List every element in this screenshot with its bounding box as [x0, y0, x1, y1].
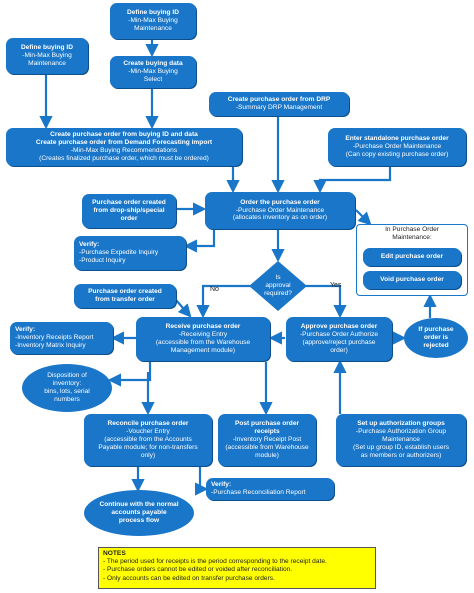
define-buying-id-left-box: Define buying ID -Min-Max Buying Mainten…	[6, 38, 88, 74]
po-transfer-box: Purchase order created from transfer ord…	[74, 284, 176, 308]
node-title: Create purchase order from buying ID and…	[35, 131, 213, 147]
arrow-order-to-verify	[183, 229, 216, 253]
approval-decision-text: Is approval required?	[264, 274, 292, 297]
node-body: -Purchase Expedite Inquiry -Product Inqu…	[79, 249, 159, 264]
create-po-buying-box: Create purchase order from buying ID and…	[6, 128, 242, 166]
node-body: -Min-Max Buying Select	[128, 68, 178, 83]
node-title: Verify:	[79, 241, 100, 249]
node-title: Set up authorization groups	[357, 420, 445, 428]
node-body: -Min-Max Buying Recommendations (Creates…	[39, 147, 209, 162]
node-body: -Receiving Entry (accessible from the Wa…	[155, 331, 251, 354]
decision-no-label: No	[210, 286, 219, 293]
notes-item: - The period used for receipts is the pe…	[103, 558, 327, 566]
notes-box: NOTES - The period used for receipts is …	[98, 547, 376, 589]
edit-po-box: Edit purchase order	[363, 248, 461, 266]
node-title: Create purchase order from DRP	[227, 96, 331, 104]
approval-decision-diamond	[249, 261, 307, 311]
node-title: Continue with the normal accounts payabl…	[99, 501, 179, 524]
node-title: Define buying ID	[20, 44, 74, 52]
arrow-decision-no	[196, 284, 250, 319]
node-title: Approve purchase order	[300, 323, 378, 331]
arrow-transfer-to-receive	[175, 299, 192, 318]
node-body: -Purchase Order Maintenance (allocates i…	[232, 206, 328, 222]
verify-receipts-box: Verify: -Inventory Receipts Report -Inve…	[10, 322, 113, 354]
node-title: Post purchase order receipts	[234, 420, 300, 436]
verify-reconciliation-box: Verify: -Purchase Reconciliation Report	[206, 478, 334, 500]
post-receipts-box: Post purchase order receipts -Inventory …	[218, 414, 316, 466]
node-body: -Purchase Order Authorize (approve/rejec…	[299, 331, 379, 354]
verify-expedite-box: Verify: -Purchase Expedite Inquiry -Prod…	[74, 236, 186, 270]
notes-item: - Purchase orders cannot be edited or vo…	[103, 566, 293, 574]
node-title: Reconcile purchase order	[107, 420, 189, 428]
create-po-drp-box: Create purchase order from DRP -Summary …	[209, 92, 349, 116]
node-title: Purchase order created from drop-ship/sp…	[92, 199, 166, 222]
node-body: -Summary DRP Management	[235, 104, 323, 111]
arrow-receive-to-disposition	[107, 362, 152, 387]
notes-item: - Only accounts can be edited on transfe…	[103, 574, 275, 582]
node-body: -Voucher Entry (accessible from the Acco…	[98, 428, 198, 459]
node-title: Enter standalone purchase order	[345, 135, 449, 143]
node-title: Create buying data	[123, 60, 183, 68]
node-title: Receive purchase order	[165, 323, 241, 331]
node-body: bins, lots, serial numbers	[44, 388, 90, 403]
node-title: Purchase order created from transfer ord…	[88, 288, 162, 303]
node-title: Disposition of inventory:	[47, 372, 87, 388]
node-title: Verify:	[15, 326, 36, 334]
node-body: -Inventory Receipts Report -Inventory Ma…	[15, 334, 94, 349]
po-maintenance-title: In Purchase Order Maintenance:	[385, 226, 439, 241]
create-buying-data-box: Create buying data -Min-Max Buying Selec…	[110, 56, 196, 88]
node-title: Edit purchase order	[380, 253, 444, 261]
node-body: -Min-Max Buying Maintenance	[128, 17, 178, 32]
setup-auth-groups-box: Set up authorization groups -Purchase Au…	[336, 414, 466, 466]
receive-po-box: Receive purchase order -Receiving Entry …	[136, 317, 270, 361]
node-title: Order the purchase order	[240, 198, 320, 206]
node-title: Verify:	[211, 481, 232, 489]
void-po-box: Void purchase order	[363, 271, 461, 289]
arrow-decision-yes	[306, 284, 347, 319]
node-title: If purchase order is rejected	[418, 326, 454, 349]
rejected-ellipse: If purchase order is rejected	[404, 318, 468, 358]
decision-yes-label: Yes	[330, 282, 342, 289]
po-drop-ship-box: Purchase order created from drop-ship/sp…	[82, 194, 176, 228]
arrow-reconcile-to-verify	[195, 465, 209, 496]
node-title: Void purchase order	[380, 276, 444, 284]
define-buying-id-top-box: Define buying ID -Min-Max Buying Mainten…	[110, 3, 196, 39]
arrow-standalone-to-order	[313, 166, 392, 194]
node-body: -Inventory Receipt Post (accessible from…	[225, 436, 309, 459]
node-body: -Purchase Authorization Group Maintenanc…	[352, 428, 450, 459]
notes-title: NOTES	[103, 550, 126, 557]
enter-standalone-po-box: Enter standalone purchase order -Purchas…	[328, 128, 466, 166]
reconcile-po-box: Reconcile purchase order -Voucher Entry …	[84, 414, 212, 466]
order-po-box: Order the purchase order -Purchase Order…	[205, 192, 355, 229]
node-body: -Purchase Reconciliation Report	[211, 489, 306, 496]
node-body: -Min-Max Buying Maintenance	[22, 52, 72, 67]
node-body: -Purchase Order Maintenance (Can copy ex…	[345, 143, 449, 158]
node-title: Define buying ID	[126, 9, 180, 17]
approve-po-box: Approve purchase order -Purchase Order A…	[286, 317, 392, 361]
arrow-order-to-maintenance	[355, 209, 372, 226]
continue-ap-ellipse: Continue with the normal accounts payabl…	[84, 490, 194, 536]
disposition-ellipse: Disposition of inventory: bins, lots, se…	[22, 364, 112, 412]
